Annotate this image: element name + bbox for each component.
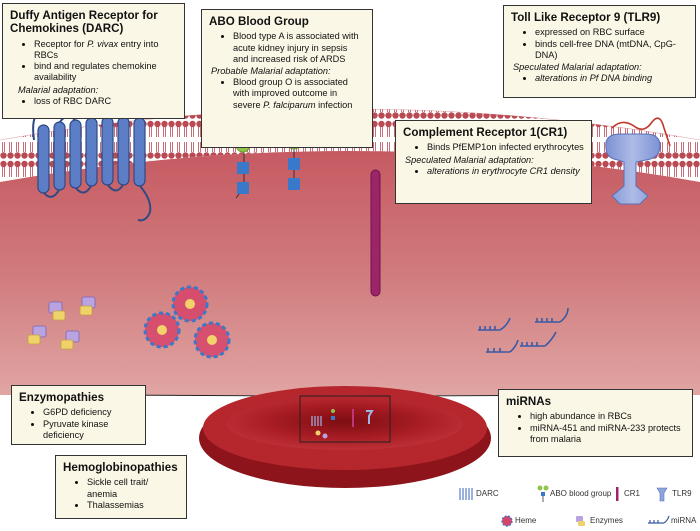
tlr9-bullet-2: binds cell-free DNA (mtDNA, CpG-DNA) <box>535 39 688 61</box>
darc-title: Duffy Antigen Receptor for Chemokines (D… <box>10 9 158 36</box>
abo-bullet-2: Blood group O is associated with improve… <box>233 77 365 111</box>
rbc-illustration <box>199 386 491 488</box>
tlr9-bullet-1: expressed on RBC surface <box>535 27 688 38</box>
hemoglobinopathies-bullet-1: Sickle cell trait/ anemia <box>87 477 179 499</box>
enzymopathies-info-box: Enzymopathies G6PD deficiency Pyruvate k… <box>11 385 146 445</box>
cytoplasm <box>0 151 700 395</box>
darc-bullet-1: Receptor for P. vivax entry into RBCs <box>34 39 177 61</box>
cr1-bullet-2: alterations in erythrocyte CR1 density <box>427 166 584 177</box>
tlr9-protein <box>605 117 671 205</box>
legend-enzymes-icon <box>576 516 585 526</box>
legend-enzymes-label: Enzymes <box>590 516 623 525</box>
tlr9-subheading: Speculated Malarial adaptation: <box>513 61 642 72</box>
abo-title: ABO Blood Group <box>209 15 309 28</box>
heme-cluster <box>143 285 231 359</box>
legend-cr1-icon <box>616 487 619 501</box>
legend-abo-label: ABO blood group <box>550 489 612 498</box>
darc-protein <box>32 109 152 222</box>
legend-tlr9-label: TLR9 <box>672 489 692 498</box>
cr1-info-box: Complement Receptor 1(CR1) Binds PfEMP1o… <box>395 120 592 204</box>
enzymopathies-bullet-2: Pyruvate kinase deficiency <box>43 419 138 441</box>
cr1-title: Complement Receptor 1(CR1) <box>403 126 568 139</box>
darc-subheading: Malarial adaptation: <box>18 84 99 95</box>
legend-mirna-icon <box>648 515 670 524</box>
hemoglobinopathies-title: Hemoglobinopathies <box>63 461 178 474</box>
cr1-bullet-1: Binds PfEMP1on infected erythrocytes <box>427 142 584 153</box>
legend-cr1-label: CR1 <box>624 489 641 498</box>
cr1-protein <box>370 169 381 297</box>
mirnas-info-box: miRNAs high abundance in RBCs miRNA-451 … <box>498 389 693 457</box>
legend-darc-label: DARC <box>476 489 499 498</box>
tlr9-title: Toll Like Receptor 9 (TLR9) <box>511 11 661 24</box>
enzymopathies-title: Enzymopathies <box>19 391 105 404</box>
legend-tlr9-icon <box>656 487 668 502</box>
legend-icons <box>459 485 670 527</box>
legend-mirna-label: miRNA <box>671 516 697 525</box>
mirnas-title: miRNAs <box>506 395 552 408</box>
cr1-subheading: Speculated Malarial adaptation: <box>405 154 534 165</box>
abo-subheading: Probable Malarial adaptation: <box>211 65 331 76</box>
legend-abo-icon <box>537 485 549 502</box>
legend-heme-icon <box>501 515 513 527</box>
legend-heme-label: Heme <box>515 516 537 525</box>
darc-info-box: Duffy Antigen Receptor for Chemokines (D… <box>2 3 185 119</box>
mirna-cluster <box>478 307 569 353</box>
enzymes-cluster <box>27 296 96 350</box>
hemoglobinopathies-info-box: Hemoglobinopathies Sickle cell trait/ an… <box>55 455 187 519</box>
mirnas-bullet-2: miRNA-451 and miRNA-233 protects from ma… <box>530 423 685 445</box>
tlr9-info-box: Toll Like Receptor 9 (TLR9) expressed on… <box>503 5 696 98</box>
darc-bullet-2: bind and regulates chemokine availabilit… <box>34 61 177 83</box>
mirnas-bullet-1: high abundance in RBCs <box>530 411 685 422</box>
enzymopathies-bullet-1: G6PD deficiency <box>43 407 138 418</box>
abo-info-box: ABO Blood Group Blood type A is associat… <box>201 9 373 148</box>
zoom-inset-box <box>299 395 391 443</box>
legend-darc-icon <box>459 488 473 500</box>
darc-bullet-3: loss of RBC DARC <box>34 96 177 107</box>
tlr9-bullet-3: alterations in Pf DNA binding <box>535 73 688 84</box>
abo-bullet-1: Blood type A is associated with acute ki… <box>233 31 365 65</box>
hemoglobinopathies-bullet-2: Thalassemias <box>87 500 179 511</box>
